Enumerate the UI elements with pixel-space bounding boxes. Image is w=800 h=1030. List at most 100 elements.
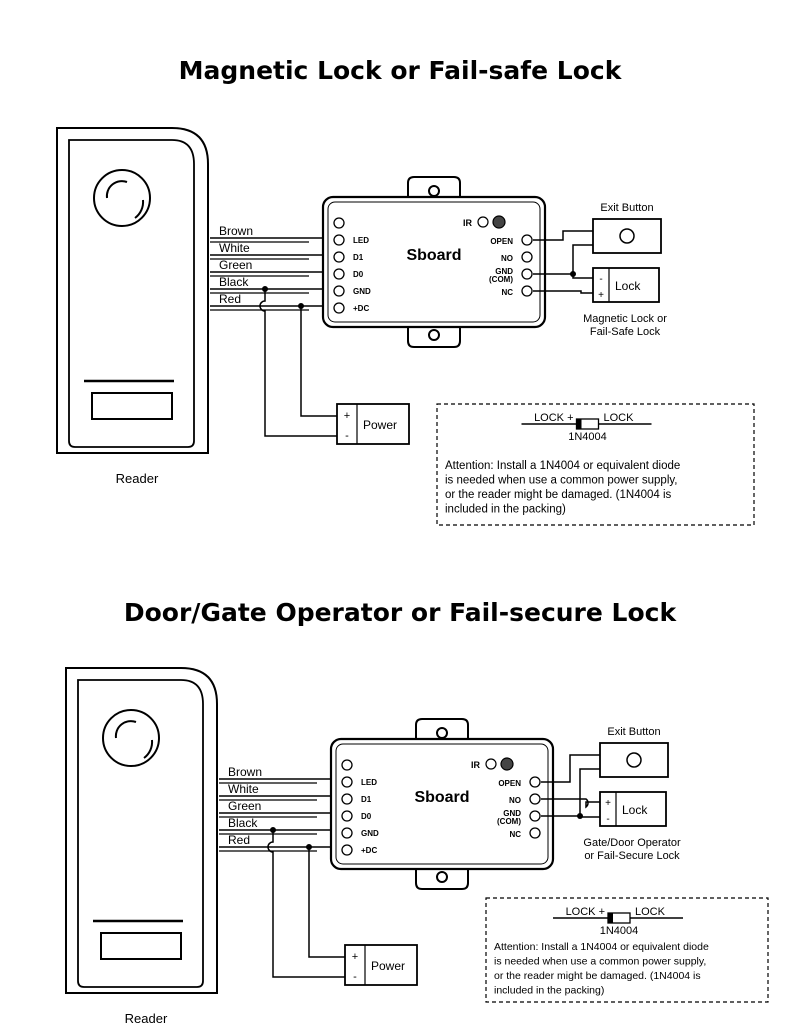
diode-left-label: LOCK + (566, 906, 605, 918)
attention-line-1: Attention: Install a 1N4004 or equivalen… (445, 460, 680, 472)
attention-border (485, 897, 769, 1003)
wire-label-red: Red (228, 833, 250, 847)
sboard-pin-d0: D0 (353, 270, 364, 279)
sboard-ir-led-icon (477, 216, 489, 228)
power-supply: +-Power (344, 944, 418, 986)
sboard-left-terminal (333, 285, 345, 297)
sboard-mount-hole-bottom (428, 329, 440, 341)
lock-box (592, 267, 660, 303)
lock-bottom-sign: - (606, 814, 609, 825)
sboard-right-terminal (529, 810, 541, 822)
exit-button-label: Exit Button (607, 726, 660, 738)
sboard-pin-led: LED (353, 236, 369, 245)
sboard-pin-gnd: GND (353, 287, 371, 296)
sboard-ir-label: IR (463, 218, 473, 228)
lock-box (599, 791, 667, 827)
sboard-left-terminal (333, 217, 345, 229)
lock-top-sign: + (605, 798, 611, 809)
attention-line-4: included in the packing) (445, 504, 566, 516)
sboard-left-terminal (333, 268, 345, 280)
sboard-pin-d1: D1 (353, 253, 364, 262)
wire-label-black: Black (219, 275, 249, 289)
sboard-pin-no: NO (509, 796, 521, 805)
lock-caption-1: Gate/Door Operator (583, 837, 681, 849)
sboard-right-terminal (529, 827, 541, 839)
wire-open (541, 754, 600, 783)
wire-lock-minus (579, 816, 600, 818)
attention-line-1: Attention: Install a 1N4004 or equivalen… (494, 941, 709, 953)
sboard-pin-gnd: GND (503, 809, 521, 818)
reader-face (77, 679, 204, 988)
attention-border (436, 403, 755, 526)
reader-outline (65, 667, 218, 994)
sboard-right-terminal (521, 234, 533, 246)
sboard-left-terminal (341, 759, 353, 771)
lock-caption-2: or Fail-Secure Lock (584, 850, 680, 862)
sboard-inner (327, 201, 541, 323)
lock-bottom-sign: + (598, 290, 604, 301)
reader-sensor-arc-2 (134, 199, 145, 219)
diode-band-icon (608, 913, 613, 923)
attention-line-2: is needed when use a common power supply… (494, 956, 706, 968)
lock-caption-2: Fail-Safe Lock (590, 326, 661, 338)
diagram-group: ReaderBrownWhiteGreenBlackRedSboardIRLED… (56, 127, 755, 526)
sboard-mount-hole-top (428, 185, 440, 197)
wire-label-green: Green (219, 258, 252, 272)
attention-line-3: or the reader might be damaged. (1N4004 … (494, 970, 701, 982)
sboard-pin-gnd: GND (495, 267, 513, 276)
attention-line-2: is needed when use a common power supply… (445, 475, 677, 487)
sboard-left-terminal (341, 844, 353, 856)
junction-black (262, 286, 268, 292)
wire-label-black: Black (228, 816, 258, 830)
power-box (344, 944, 418, 986)
sboard-ir-led-icon (485, 758, 497, 770)
sboard-pin-no: NO (501, 254, 513, 263)
sboard-right-terminal (521, 251, 533, 263)
wire-lock-plus (533, 290, 593, 294)
sboard-pin-open: OPEN (490, 237, 513, 246)
sboard-left-terminal (341, 810, 353, 822)
sboard-pin-com: (COM) (489, 275, 513, 284)
diode-left-label: LOCK + (534, 412, 573, 424)
reader-face (68, 139, 195, 448)
reader: Reader (56, 127, 209, 486)
reader-outline (56, 127, 209, 454)
wire-power-plus (308, 847, 345, 958)
wire-label-red: Red (219, 292, 241, 306)
diode-part-label: 1N4004 (568, 431, 607, 443)
junction-black (270, 827, 276, 833)
lock-caption-1: Magnetic Lock or (583, 313, 667, 325)
wire-power-minus (267, 830, 345, 978)
diagram-group: ReaderBrownWhiteGreenBlackRedSboardIRLED… (65, 667, 769, 1026)
sboard-mount-hole-bottom (436, 871, 448, 883)
diode-part-label: 1N4004 (600, 925, 639, 937)
sboard-pin-open: OPEN (498, 779, 521, 788)
attention-line-3: or the reader might be damaged. (1N4004 … (445, 489, 672, 501)
reader-label: Reader (125, 1011, 168, 1026)
wiring-diagram-fail-secure: ReaderBrownWhiteGreenBlackRedSboardIRLED… (65, 667, 769, 1026)
wire-com-exit (572, 244, 593, 274)
wire-power-minus (259, 289, 337, 437)
exit-button-icon (626, 752, 642, 768)
wire-label-white: White (219, 241, 250, 255)
power-supply: +-Power (336, 403, 410, 445)
exit-button-label: Exit Button (600, 202, 653, 214)
power-minus-label: - (345, 430, 349, 442)
power-label: Power (371, 959, 405, 973)
wire-label-white: White (228, 782, 259, 796)
section-title-fail-secure: Door/Gate Operator or Fail-secure Lock (123, 598, 677, 627)
exit-button: Exit Button (592, 202, 662, 254)
sboard-right-terminal (529, 793, 541, 805)
wire-power-plus (300, 306, 337, 417)
reader-label: Reader (116, 471, 159, 486)
sboard-left-terminal (341, 827, 353, 839)
power-plus-label: + (352, 951, 358, 963)
reader-sensor-icon (102, 709, 160, 767)
reader-sensor-arc (114, 720, 137, 739)
exit-button: Exit Button (599, 726, 669, 778)
wire-lock-plus (541, 798, 600, 809)
